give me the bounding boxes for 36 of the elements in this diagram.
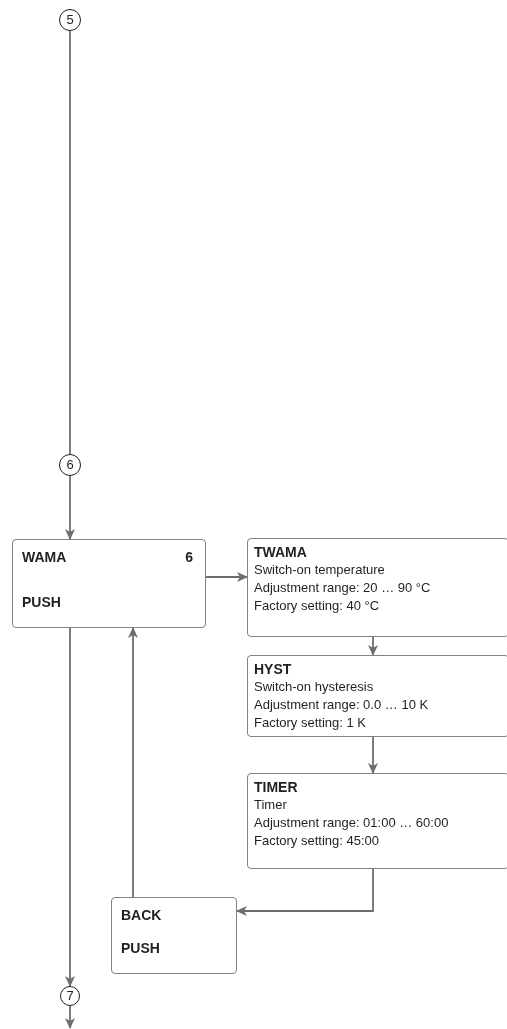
arrow: [65, 475, 75, 540]
arrow: [128, 627, 138, 898]
push-label: PUSH: [22, 593, 61, 611]
parameter-description: Switch-on hysteresis: [254, 678, 375, 696]
step-number: 6: [66, 456, 74, 474]
parameter-name: HYST: [254, 660, 293, 678]
menu-box: [111, 897, 237, 974]
parameter-box: [247, 773, 507, 869]
arrow: [236, 868, 374, 916]
arrow: [205, 572, 248, 582]
step-number: 7: [66, 987, 74, 1005]
step-circle: [60, 986, 80, 1006]
parameter-description: Factory setting: 1 K: [254, 714, 367, 732]
menu-name: BACK: [121, 906, 162, 924]
parameter-description: Adjustment range: 01:00 … 60:00: [254, 814, 450, 832]
menu-number: 6: [185, 548, 193, 566]
parameter-description: Factory setting: 45:00: [254, 832, 380, 850]
parameter-name: TIMER: [254, 778, 299, 796]
step-circle: [59, 9, 81, 31]
parameter-description: Switch-on temperature: [254, 561, 386, 579]
step-circle: [59, 454, 81, 476]
step-number: 5: [66, 11, 74, 29]
arrow: [368, 636, 378, 656]
arrow: [368, 736, 378, 774]
parameter-description: Timer: [254, 796, 288, 814]
push-label: PUSH: [121, 939, 160, 957]
parameter-name: TWAMA: [254, 543, 308, 561]
parameter-box: [247, 655, 507, 737]
menu-box: [12, 539, 206, 628]
parameter-description: Factory setting: 40 °C: [254, 597, 381, 615]
parameter-description: Adjustment range: 20 … 90 °C: [254, 579, 432, 597]
arrow: [65, 627, 75, 987]
parameter-box: [247, 538, 507, 637]
arrow: [65, 1005, 75, 1029]
menu-name: WAMA: [22, 548, 67, 566]
parameter-description: Adjustment range: 0.0 … 10 K: [254, 696, 430, 714]
